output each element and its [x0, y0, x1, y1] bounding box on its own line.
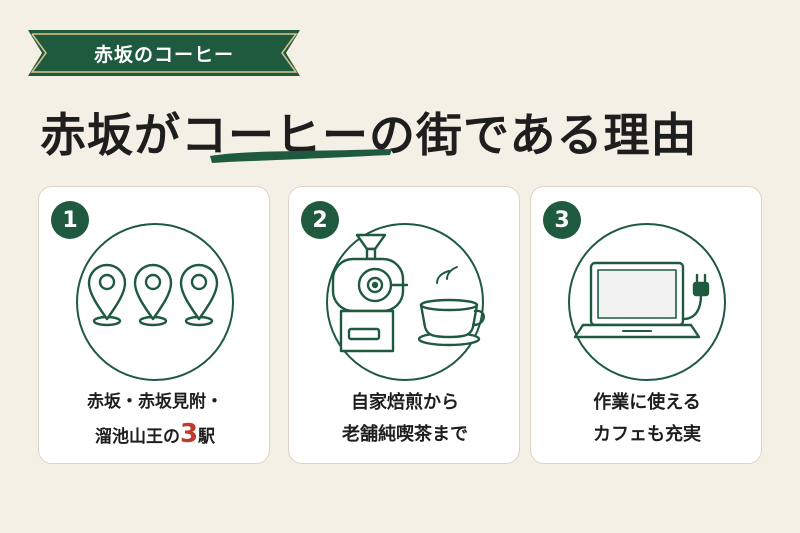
- station-count: 3: [179, 418, 199, 449]
- card-caption: 自家焙煎から 老舗純喫茶まで: [289, 383, 521, 455]
- caption-line-2-text: 溜池山王の: [94, 426, 180, 447]
- ribbon-shape: [28, 30, 300, 76]
- laptop-icon: [573, 261, 710, 339]
- caption-line-1: 作業に使える: [593, 392, 701, 413]
- reason-card-3: 3 作業に使える カフェも充実: [530, 186, 762, 464]
- brush-underline: [210, 149, 392, 163]
- category-ribbon: 赤坂のコーヒー: [28, 30, 300, 76]
- card-caption: 作業に使える カフェも充実: [531, 383, 763, 455]
- title-part-1: 赤坂が: [40, 108, 181, 162]
- caption-line-1: 自家焙煎から: [351, 392, 459, 413]
- caption-line-1: 赤坂・赤坂見附・: [87, 391, 223, 412]
- number-badge: 1: [51, 201, 89, 239]
- caption-line-2-suffix: 駅: [198, 426, 216, 447]
- caption-line-2: 老舗純喫茶まで: [342, 424, 468, 445]
- page-title: 赤坂がコーヒーの街である理由: [40, 92, 760, 172]
- title-part-2: の街である理由: [369, 108, 698, 162]
- reason-card-1: 1 赤坂・赤坂見附・ 溜池山王の3駅: [38, 186, 270, 464]
- ribbon-label: 赤坂のコーヒー: [93, 43, 234, 66]
- number-badge: 3: [543, 201, 581, 239]
- card-caption: 赤坂・赤坂見附・ 溜池山王の3駅: [39, 383, 271, 455]
- reason-card-2: 2 自家焙煎から 老舗純喫茶まで: [288, 186, 520, 464]
- map-pin-icon: [87, 263, 219, 327]
- caption-line-2: カフェも充実: [593, 424, 701, 445]
- caption-line-2: 溜池山王の3駅: [95, 418, 215, 453]
- number-badge: 2: [301, 201, 339, 239]
- coffee-roaster-icon: [331, 233, 485, 353]
